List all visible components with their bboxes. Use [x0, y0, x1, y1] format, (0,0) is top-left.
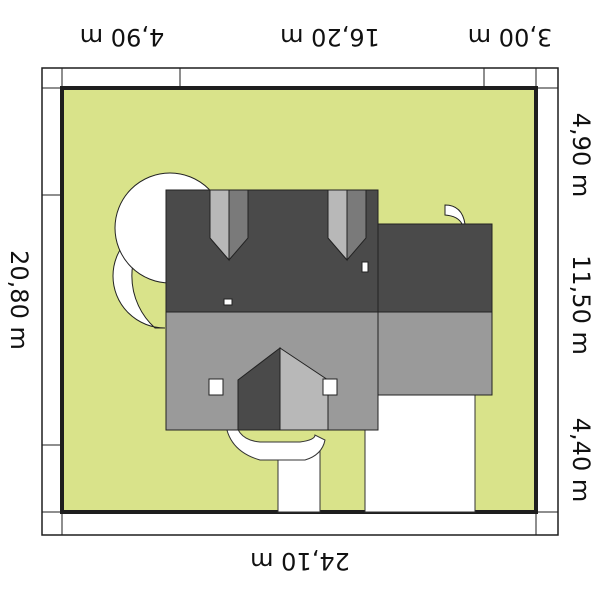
dim-right-top: 4,90 m [567, 113, 595, 197]
window-skylight [322, 378, 338, 396]
roof-light-garage [377, 311, 493, 396]
dormer-light [327, 189, 348, 262]
garage-arch [444, 204, 485, 225]
dim-top-left: 4,90 m [80, 23, 164, 51]
dim-bottom: 24,10 m [250, 547, 350, 575]
skylight [223, 298, 233, 306]
dim-top-middle: 16,20 m [280, 23, 380, 51]
dim-right-middle: 11,50 m [567, 255, 595, 355]
dormer-light [209, 189, 230, 262]
roof-dark-garage [377, 223, 493, 313]
skylight [361, 261, 369, 273]
entrance-gable-dark [237, 346, 281, 431]
window-skylight [208, 378, 224, 396]
dim-left: 20,80 m [5, 250, 33, 350]
dim-right-bottom: 4,40 m [567, 418, 595, 502]
dim-top-right: 3,00 m [468, 23, 552, 51]
